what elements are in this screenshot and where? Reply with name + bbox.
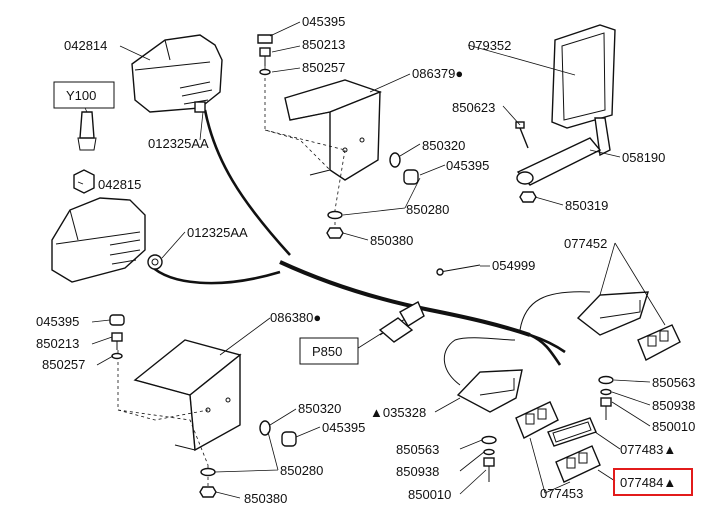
label-079352[interactable]: 079352 bbox=[468, 38, 511, 53]
y100-label-box bbox=[53, 81, 115, 109]
label-850280-bot[interactable]: 850280 bbox=[280, 463, 323, 478]
label-850623[interactable]: 850623 bbox=[452, 100, 495, 115]
lens-077484[interactable] bbox=[555, 445, 601, 483]
label-045395-top[interactable]: 045395 bbox=[302, 14, 345, 29]
p850-label-box bbox=[299, 337, 359, 365]
nut-850380-bot[interactable] bbox=[199, 486, 217, 498]
label-012325aa-top[interactable]: 012325AA bbox=[148, 136, 209, 151]
marker-lamp-035328[interactable] bbox=[456, 369, 523, 413]
gasket-077483[interactable] bbox=[547, 417, 597, 447]
washer-850563-bot[interactable] bbox=[481, 435, 497, 445]
label-850010-bot[interactable]: 850010 bbox=[408, 487, 451, 502]
label-086380[interactable]: 086380● bbox=[270, 310, 321, 325]
lens-077453[interactable] bbox=[515, 401, 559, 439]
washer-850257-left[interactable] bbox=[111, 352, 123, 360]
lens-077452[interactable] bbox=[637, 324, 681, 361]
bolt-850010-right[interactable] bbox=[600, 397, 612, 420]
washer-850257-top[interactable] bbox=[259, 68, 271, 76]
bracket-086379[interactable] bbox=[284, 79, 383, 181]
highlight-box-077484 bbox=[613, 468, 693, 496]
cap-045395-mid[interactable] bbox=[403, 169, 419, 185]
label-850280-top[interactable]: 850280 bbox=[406, 202, 449, 217]
bolt-850213-top[interactable] bbox=[259, 47, 271, 66]
marker-lamp-077452[interactable] bbox=[576, 291, 649, 336]
cable-tie-054999[interactable] bbox=[436, 264, 481, 276]
label-035328[interactable]: ▲035328 bbox=[370, 405, 426, 420]
label-077453[interactable]: 077453 bbox=[540, 486, 583, 501]
label-850213-top[interactable]: 850213 bbox=[302, 37, 345, 52]
label-850257-left[interactable]: 850257 bbox=[42, 357, 85, 372]
mirror-arm-058190[interactable] bbox=[516, 117, 611, 186]
connector-p850[interactable] bbox=[378, 301, 425, 343]
label-042815[interactable]: 042815 bbox=[98, 177, 141, 192]
label-y100[interactable]: Y100 bbox=[66, 88, 96, 103]
work-lamp-042814[interactable] bbox=[131, 34, 223, 113]
label-850563-bot[interactable]: 850563 bbox=[396, 442, 439, 457]
part-labels: 045395 850213 850257 042814 086379● 0793… bbox=[36, 14, 695, 506]
washer-850938-bot[interactable] bbox=[483, 448, 495, 456]
label-077483[interactable]: 077483▲ bbox=[620, 442, 676, 457]
washer-850320-top[interactable] bbox=[389, 152, 401, 168]
cap-045395-left[interactable] bbox=[109, 314, 125, 326]
label-012325aa-mid[interactable]: 012325AA bbox=[187, 225, 248, 240]
bolt-850010-bot[interactable] bbox=[483, 457, 495, 482]
label-850938-right[interactable]: 850938 bbox=[652, 398, 695, 413]
label-058190[interactable]: 058190 bbox=[622, 150, 665, 165]
label-850563-right[interactable]: 850563 bbox=[652, 375, 695, 390]
cap-045395-bot[interactable] bbox=[281, 431, 297, 447]
nut-850380-top[interactable] bbox=[326, 227, 344, 239]
washer-850280-top[interactable] bbox=[327, 210, 343, 220]
label-077484[interactable]: 077484▲ bbox=[620, 475, 676, 490]
label-850213-left[interactable]: 850213 bbox=[36, 336, 79, 351]
washer-850563-right[interactable] bbox=[598, 375, 614, 385]
label-045395-mid[interactable]: 045395 bbox=[446, 158, 489, 173]
label-850320-top[interactable]: 850320 bbox=[422, 138, 465, 153]
label-850319[interactable]: 850319 bbox=[565, 198, 608, 213]
nut-850319[interactable] bbox=[519, 191, 537, 203]
label-850320-bot[interactable]: 850320 bbox=[298, 401, 341, 416]
washer-850938-right[interactable] bbox=[600, 388, 612, 396]
bolt-850623[interactable] bbox=[515, 121, 529, 149]
label-045395-bot[interactable]: 045395 bbox=[322, 420, 365, 435]
leader-lines bbox=[77, 21, 666, 499]
label-850380-bot[interactable]: 850380 bbox=[244, 491, 287, 506]
label-p850[interactable]: P850 bbox=[312, 344, 342, 359]
label-850380-top[interactable]: 850380 bbox=[370, 233, 413, 248]
label-850938-bot[interactable]: 850938 bbox=[396, 464, 439, 479]
mirror-079352[interactable] bbox=[551, 24, 616, 129]
connector-y100[interactable] bbox=[73, 111, 97, 194]
label-850257-top[interactable]: 850257 bbox=[302, 60, 345, 75]
bolt-850213-left[interactable] bbox=[111, 332, 123, 350]
wiring-harness bbox=[149, 109, 591, 386]
washer-850320-bot[interactable] bbox=[259, 420, 271, 436]
label-077452[interactable]: 077452 bbox=[564, 236, 607, 251]
label-045395-left[interactable]: 045395 bbox=[36, 314, 79, 329]
label-042814[interactable]: 042814 bbox=[64, 38, 107, 53]
label-054999[interactable]: 054999 bbox=[492, 258, 535, 273]
bracket-086380[interactable] bbox=[133, 339, 242, 452]
label-850010-right[interactable]: 850010 bbox=[652, 419, 695, 434]
grommet-012325aa-mid[interactable] bbox=[147, 254, 163, 270]
work-lamp-042815[interactable] bbox=[51, 197, 146, 283]
label-086379[interactable]: 086379● bbox=[412, 66, 463, 81]
washer-850280-bot[interactable] bbox=[200, 467, 216, 477]
cap-045395-top[interactable] bbox=[257, 34, 273, 44]
